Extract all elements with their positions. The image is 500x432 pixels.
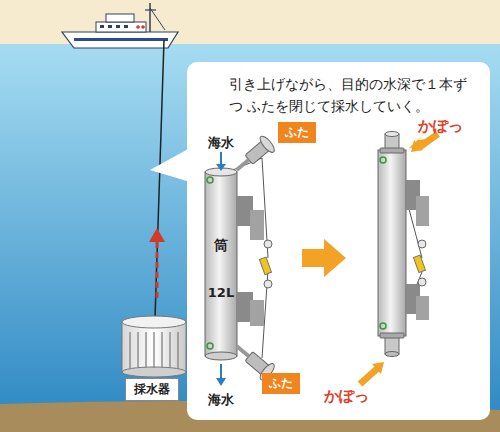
water-label: 海水 — [208, 134, 234, 152]
sampler-tag: 採水器 — [125, 378, 179, 401]
tag-text: 採水器 — [134, 381, 170, 398]
sampler — [122, 316, 186, 377]
callout-pointer — [150, 148, 190, 182]
lid-tag: ふた — [278, 122, 316, 143]
ship — [62, 3, 178, 48]
bottle-illustration — [187, 62, 490, 420]
lift-arrow — [156, 240, 159, 298]
closed-bottle — [378, 132, 429, 357]
volume-label: 12L — [208, 285, 234, 300]
change-arrow — [302, 239, 346, 277]
sea — [0, 44, 500, 432]
water-label: 海水 — [208, 391, 234, 409]
tag-text: ふた — [269, 375, 293, 392]
lid-tag: ふた — [262, 373, 300, 394]
sound-label: かぽっ — [324, 387, 369, 406]
lift-arrow-head — [149, 228, 165, 242]
closing-arrow — [360, 368, 378, 384]
wire — [155, 40, 164, 318]
instruction-text: 引き上げながら、目的の水深で１本ずつ ふたを閉じて採水していく。 — [229, 74, 479, 117]
sound-label: かぽっ — [418, 117, 463, 136]
tag-text: ふた — [285, 124, 309, 141]
callout-panel: 引き上げながら、目的の水深で１本ずつ ふたを閉じて採水していく。ふたふた — [187, 62, 490, 420]
open-bottle — [205, 134, 277, 386]
tube-label: 筒 — [214, 237, 228, 255]
